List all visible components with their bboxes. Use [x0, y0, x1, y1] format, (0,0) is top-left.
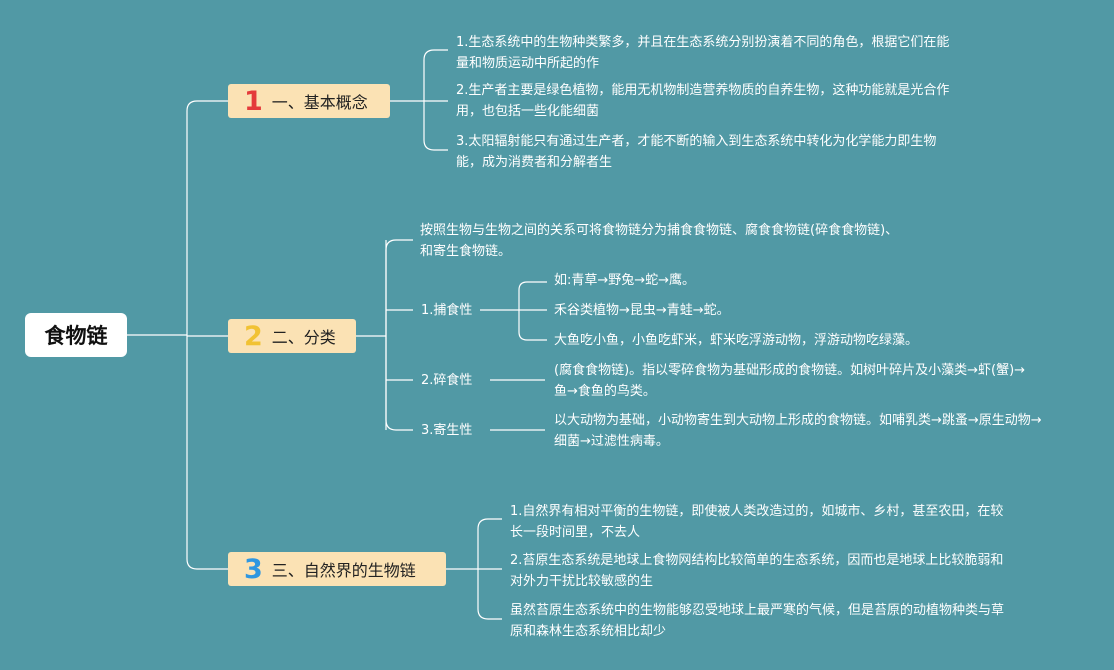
sub-node-predatory[interactable]: 1.捕食性 — [421, 303, 473, 318]
branch-label: 一、基本概念 — [271, 93, 368, 112]
branch-basic-concepts[interactable]: 1 一、基本概念 — [228, 84, 390, 118]
leaf-text: 虽然苔原生态系统中的生物能够忍受地球上最严寒的气候，但是苔原的动植物种类与草原和… — [510, 603, 1005, 639]
leaf-text: 以大动物为基础，小动物寄生到大动物上形成的食物链。如哺乳类→跳蚤→原生动物→细菌… — [554, 413, 1042, 449]
leaf-text: 如:青草→野兔→蛇→鹰。 — [554, 273, 696, 288]
leaf-text: 1.生态系统中的生物种类繁多，并且在生态系统分别扮演着不同的角色，根据它们在能量… — [456, 35, 950, 71]
branch-label: 二、分类 — [271, 328, 336, 347]
classification-intro: 按照生物与生物之间的关系可将食物链分为捕食食物链、腐食食物链(碎食食物链)、和寄… — [420, 223, 899, 259]
root-node[interactable]: 食物链 — [25, 313, 127, 357]
sub-node-detritus[interactable]: 2.碎食性 — [421, 373, 473, 388]
branch-natural-chain[interactable]: 3 三、自然界的生物链 — [228, 552, 446, 586]
leaf-text: 3.太阳辐射能只有通过生产者，才能不断的输入到生态系统中转化为化学能力即生物能，… — [456, 134, 937, 170]
leaf-text: 大鱼吃小鱼，小鱼吃虾米，虾米吃浮游动物，浮游动物吃绿藻。 — [554, 333, 919, 348]
branch-classification[interactable]: 2 二、分类 — [228, 319, 356, 353]
sub-node-parasitic[interactable]: 3.寄生性 — [421, 423, 473, 438]
leaf-text: 2.苔原生态系统是地球上食物网结构比较简单的生态系统，因而也是地球上比较脆弱和对… — [510, 553, 1004, 589]
branch-label: 三、自然界的生物链 — [271, 561, 416, 580]
branch-number: 2 — [244, 320, 263, 352]
branch-number: 1 — [244, 85, 263, 117]
leaf-text: 1.自然界有相对平衡的生物链，即使被人类改造过的，如城市、乡村，甚至农田，在较长… — [510, 504, 1004, 540]
leaf-text: 禾谷类植物→昆虫→青蛙→蛇。 — [554, 303, 730, 318]
leaf-text: 2.生产者主要是绿色植物，能用无机物制造营养物质的自养生物，这种功能就是光合作用… — [456, 83, 950, 119]
root-title: 食物链 — [44, 324, 108, 348]
branch-number: 3 — [244, 553, 263, 585]
leaf-text: (腐食食物链)。指以零碎食物为基础形成的食物链。如树叶碎片及小藻类→虾(蟹)→鱼… — [554, 363, 1026, 399]
